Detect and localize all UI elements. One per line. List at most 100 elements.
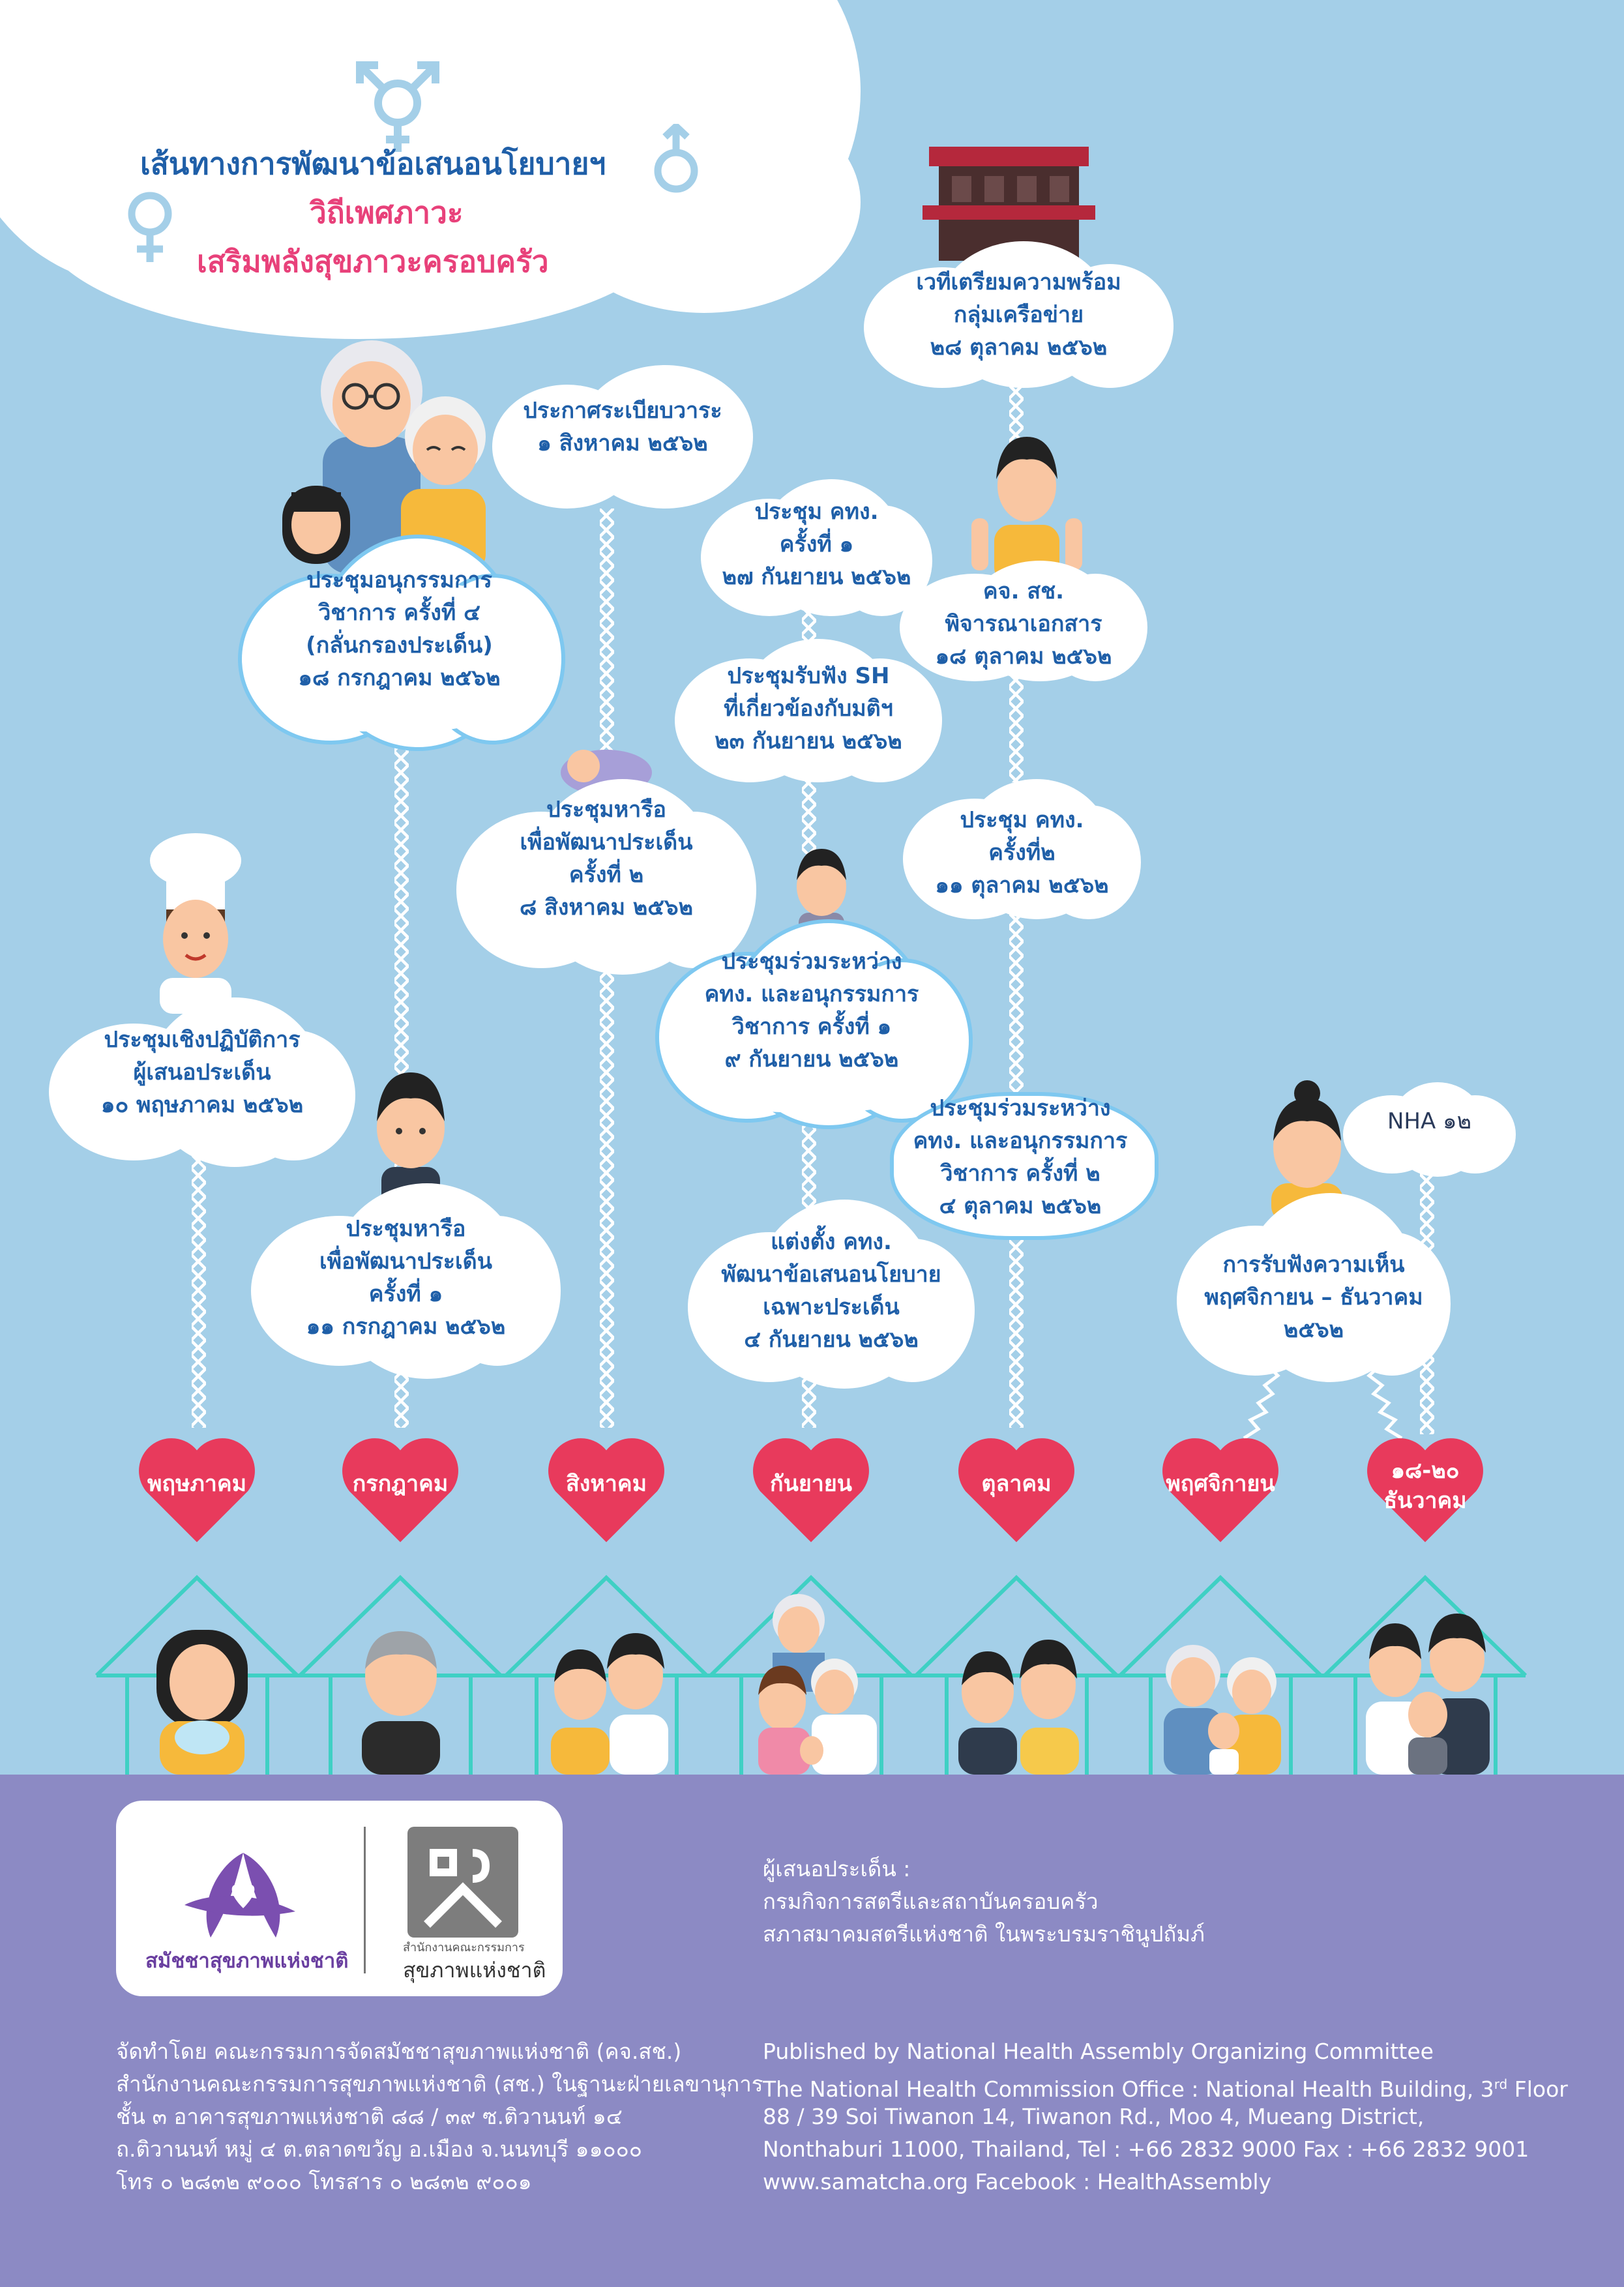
event-line: ๔ ตุลาคม ๒๕๖๒ [939,1193,1102,1219]
footer-th-line: สำนักงานคณะกรรมการสุขภาพแห่งชาติ (สช.) ใ… [116,2071,763,2097]
month-label: กรกฎาคม [352,1471,449,1497]
event-line: การรับฟังความเห็น [1222,1252,1405,1278]
footer-en-line: 88 / 39 Soi Tiwanon 14, Tiwanon Rd., Moo… [763,2104,1425,2129]
connector-may [192,1154,206,1428]
event-cloud-discussion-1: ประชุมหารือ เพื่อพัฒนาประเด็น ครั้งที่ ๑… [251,1183,561,1379]
event-line: ประชุมรับฟัง SH [727,663,890,689]
event-line: ผู้เสนอประเด็น [133,1059,271,1085]
logo-right-small: สำนักงานคณะกรรมการ [403,1941,525,1955]
event-line: ๙ กันยายน ๒๕๖๒ [724,1046,899,1072]
event-line: ประชุมหารือ [546,797,666,823]
logo-left-name: สมัชชาสุขภาพแห่งชาติ [145,1949,349,1973]
event-line: ๑๘ ตุลาคม ๒๕๖๒ [935,643,1112,670]
event-line: ครั้งที่ ๒ [568,862,644,888]
event-line: ประชุม คทง. [754,499,879,525]
event-line: เพื่อพัฒนาประเด็น [319,1248,492,1275]
event-line: ประกาศระเบียบวาระ [523,398,722,424]
event-line: เฉพาะประเด็น [763,1294,900,1320]
footer-th-line: ชั้น ๓ อาคารสุขภาพแห่งชาติ ๘๘ / ๓๙ ซ.ติว… [116,2104,623,2129]
connector-oct-1 [1009,385,1024,450]
event-line: กลุ่มเครือข่าย [953,302,1084,328]
houses-outline [95,1574,1528,1780]
event-line: ๒๗ กันยายน ๒๕๖๒ [722,564,911,590]
month-heart-september: กันยายน [750,1431,872,1546]
event-line: พฤศจิกายน – ธันวาคม [1204,1284,1423,1310]
month-heart-october: ตุลาคม [956,1431,1077,1546]
family-grandfather [362,1631,440,1775]
month-label-line: ธันวาคม [1383,1488,1467,1514]
event-line: ประชุม คทง. [960,807,1084,833]
girl-illustration [282,486,350,564]
event-line: ครั้งที่ ๑ [779,531,854,557]
logo-right-name: สุขภาพแห่งชาติ [403,1958,546,1983]
month-label-line: ๑๘-๒๐ [1391,1458,1460,1484]
footer-th-line: ถ.ติวานนท์ หมู่ ๔ ต.ตลาดขวัญ อ.เมือง จ.น… [116,2136,642,2162]
family-two-adults [958,1640,1079,1775]
footer-en-line: Nonthaburi 11000, Thailand, Tel : +66 28… [763,2136,1529,2162]
connector-aug-2 [600,965,614,1428]
event-cloud-stakeholder-hearing: ประชุมรับฟัง SH ที่เกี่ยวข้องกับมติฯ ๒๓ … [675,639,942,782]
presenter-org-1: กรมกิจการสตรีและสถาบันครอบครัว [763,1889,1099,1914]
month-heart-may: พฤษภาคม [136,1431,258,1546]
female-symbol-icon [128,192,172,262]
family-young-couple [551,1633,668,1775]
logo-box: สมัชชาสุขภาพแห่งชาติ สำนักงานคณะกรรมการ … [116,1801,563,1996]
event-cloud-subcommittee-4: ประชุมอนุกรรมการ วิชาการ ครั้งที่ ๔ (กลั… [238,535,565,751]
building-icon [923,147,1095,261]
family-multigeneration [758,1594,877,1775]
footer-en-address: The National Health Commission Office : … [763,2076,1568,2102]
event-line: คทง. และอนุกรรมการ [913,1128,1128,1154]
event-line: ประชุมหารือ [346,1216,466,1242]
event-line: พิจารณาเอกสาร [945,611,1102,637]
event-cloud-nha12: NHA ๑๒ [1343,1082,1516,1177]
male-symbol-icon [654,124,698,193]
event-cloud-joint-meeting-2: ประชุมร่วมระหว่าง คทง. และอนุกรรมการ วิช… [890,1079,1159,1240]
connector-july-1 [394,737,409,1167]
event-line: ๑๑ ตุลาคม ๒๕๖๒ [935,872,1109,898]
event-line: ๒๘ ตุลาคม ๒๕๖๒ [930,334,1108,361]
event-line: ที่เกี่ยวข้องกับมติฯ [724,696,893,722]
connector-oct-2 [1009,658,1024,782]
event-cloud-agenda: ประกาศระเบียบวาระ ๑ สิงหาคม ๒๕๖๒ [492,365,753,509]
event-line: ๘ สิงหาคม ๒๕๖๒ [519,894,694,921]
event-line: ๑ สิงหาคม ๒๕๖๒ [537,430,708,456]
title-line-2-wrap: วิถีเพศภาวะ [310,189,464,237]
event-line: ประชุมอนุกรรมการ [306,567,492,593]
event-line: ประชุมร่วมระหว่าง [721,949,902,975]
event-line: ๔ กันยายน ๒๕๖๒ [744,1327,919,1353]
event-cloud-working-group-2: ประชุม คทง. ครั้งที่๒ ๑๑ ตุลาคม ๒๕๖๒ [903,779,1141,919]
transgender-symbol-icon [356,61,439,152]
connector-sep-3 [802,1115,816,1219]
event-cloud-joint-meeting-1: ประชุมร่วมระหว่าง คทง. และอนุกรรมการ วิช… [655,919,973,1129]
family-grandparents-child [1164,1645,1281,1775]
title-cloud [0,0,893,339]
page-title: เส้นทางการพัฒนาข้อเสนอนโยบายฯ [140,140,606,188]
footer-en-website: www.samatcha.org Facebook : HealthAssemb… [763,2169,1272,2194]
event-cloud-discussion-2: ประชุมหารือ เพื่อพัฒนาประเด็น ครั้งที่ ๒… [456,779,756,975]
month-label: สิงหาคม [565,1471,647,1497]
event-line: ประชุมเชิงปฏิบัติการ [104,1027,301,1053]
event-line: (กลั่นกรองประเด็น) [306,632,493,658]
month-label: พฤษภาคม [147,1471,247,1497]
event-cloud-appoint: แต่งตั้ง คทง. พัฒนาข้อเสนอนโยบาย เฉพาะปร… [688,1200,975,1389]
event-line: ครั้งที่๒ [988,840,1056,866]
footer-en-line: Published by National Health Assembly Or… [763,2039,1434,2064]
month-label: พฤศจิกายน [1166,1471,1275,1497]
month-heart-december: ๑๘-๒๐ ธันวาคม [1365,1431,1486,1546]
event-line: แต่งตั้ง คทง. [771,1229,892,1255]
month-heart-july: กรกฎาคม [340,1431,461,1546]
national-health-assembly-logo-icon [185,1853,295,1938]
title-line-1: เส้นทางการพัฒนาข้อเสนอนโยบายฯ [140,146,606,181]
footer: สมัชชาสุขภาพแห่งชาติ สำนักงานคณะกรรมการ … [0,1775,1624,2287]
chef-illustration [150,833,241,1014]
event-line: ครั้งที่ ๑ [368,1281,443,1307]
event-line: เวทีเตรียมความพร้อม [916,269,1121,295]
event-line: คจ. สช. [982,578,1065,604]
connector-oct-3 [1009,913,1024,1095]
logo-divider [364,1827,366,1973]
connector-oct-4 [1009,1226,1024,1428]
month-label: ตุลาคม [981,1471,1052,1497]
presenter-org-2: สภาสมาคมสตรีแห่งชาติ ในพระบรมราชินูปถัมภ… [763,1921,1205,1947]
event-cloud-workshop: ประชุมเชิงปฏิบัติการ ผู้เสนอประเด็น ๑๐ พ… [49,997,355,1167]
month-heart-august: สิงหาคม [546,1431,667,1546]
